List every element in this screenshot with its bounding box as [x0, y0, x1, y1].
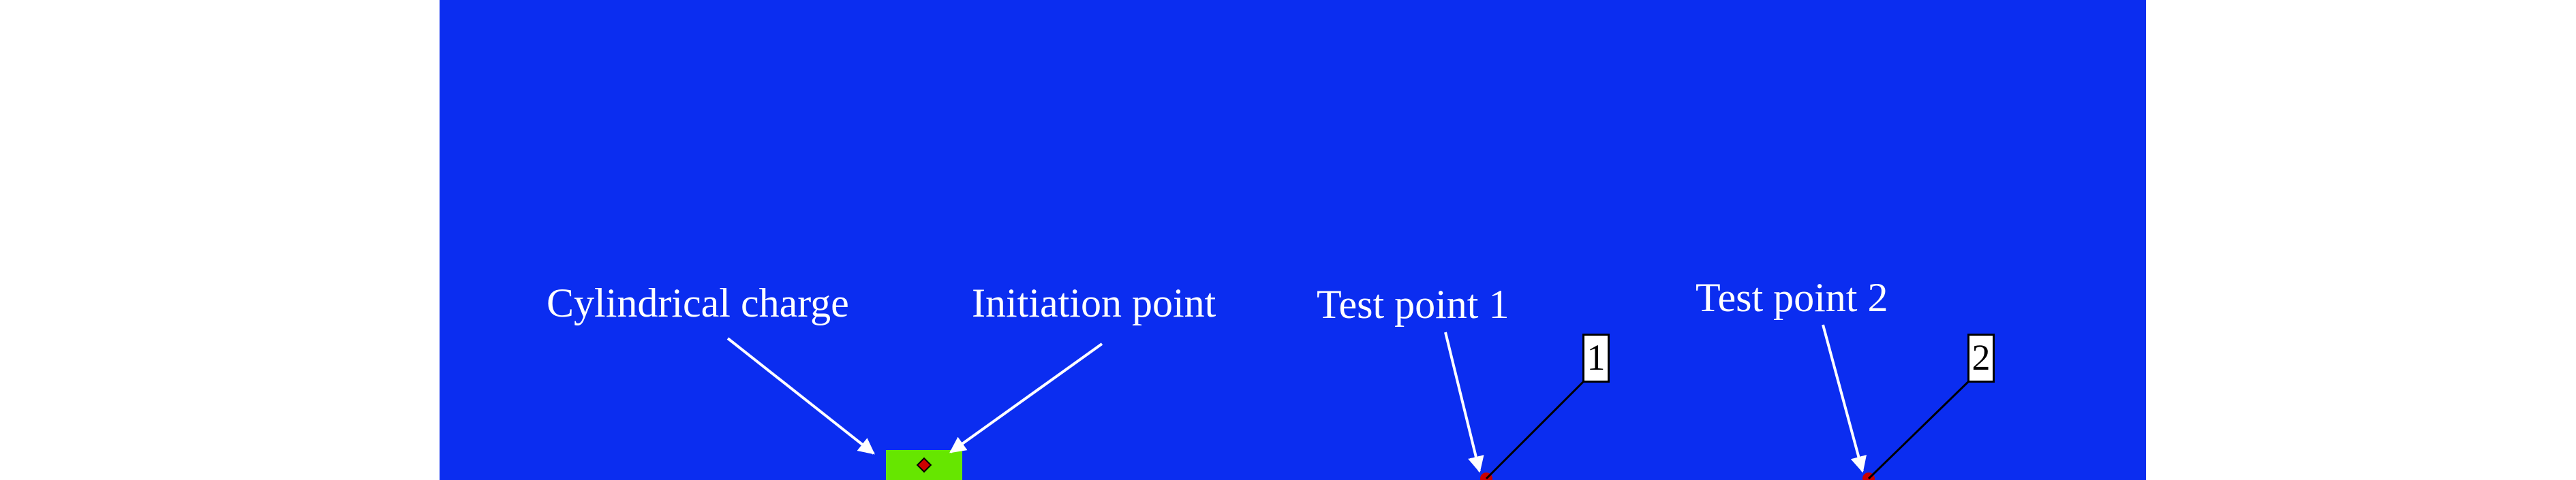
cylindrical-charge-label: Cylindrical charge [547, 281, 849, 325]
test-point-2-label: Test point 2 [1696, 275, 1888, 320]
initiation-point-label: Initiation point [972, 281, 1216, 325]
test-point-2-arrow [1822, 324, 1867, 473]
gauge-1-leader [1485, 378, 1587, 480]
gauge-2-leader [1867, 378, 1972, 480]
test-point-1-label: Test point 1 [1317, 282, 1509, 327]
gauge-1-tag: 1 [1582, 334, 1610, 383]
test-point-1-arrow [1444, 332, 1484, 473]
initiation-point-marker [916, 457, 932, 473]
charge-arrow [726, 337, 875, 455]
fluid-domain [440, 0, 2146, 480]
gauge-2-tag: 2 [1967, 334, 1995, 383]
initiation-arrow [949, 342, 1103, 453]
